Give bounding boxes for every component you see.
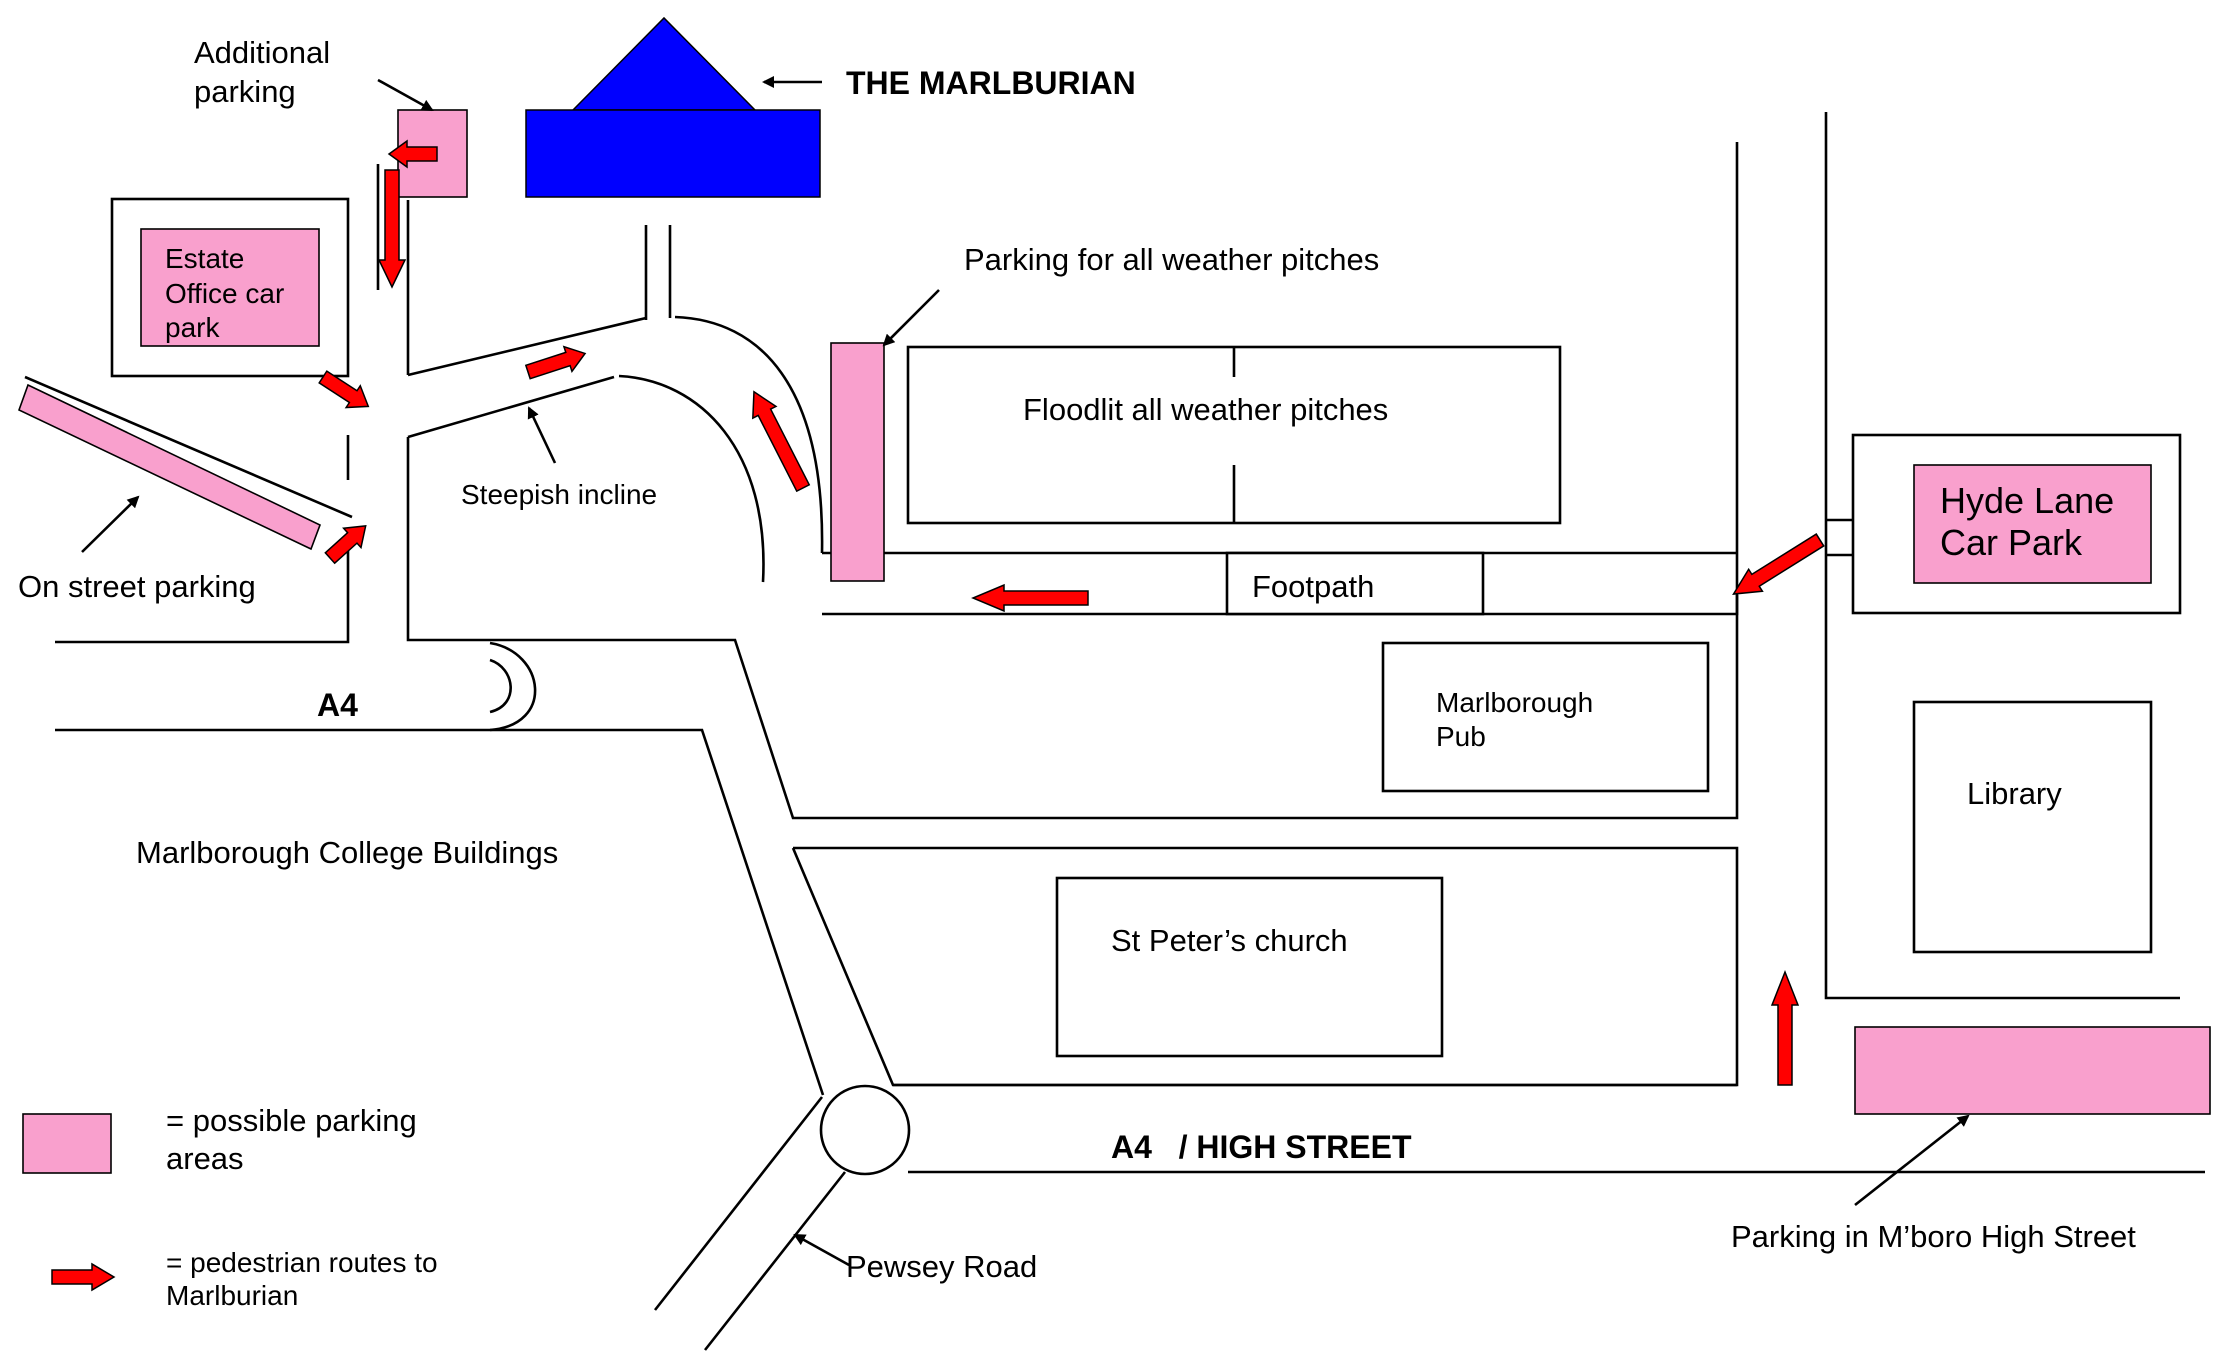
route-arrow-additional-to-lane <box>387 139 438 169</box>
estate-office-car-park <box>140 228 320 347</box>
pedestrian-routes <box>51 139 1825 1292</box>
steepish-incline-leader <box>527 406 557 464</box>
estate-office-label-line1: Estate <box>165 243 244 274</box>
route-arrow-lane-down <box>377 169 407 289</box>
legend: = possible parking areas = pedestrian ro… <box>22 1103 438 1311</box>
college-buildings-label: Marlborough College Buildings <box>136 835 558 870</box>
high-street-parking-label: Parking in M’boro High Street <box>1731 1219 2136 1254</box>
on-street-parking-leader <box>81 495 140 553</box>
legend-route-label-line2: Marlburian <box>166 1280 298 1311</box>
estate-office-label-line3: park <box>165 312 220 343</box>
all-weather-parking-leader <box>882 289 940 347</box>
a4-high-street-label: A4 / HIGH STREET <box>1111 1129 1412 1165</box>
hyde-lane-label-line2: Car Park <box>1940 522 2083 563</box>
all-weather-parking-label: Parking for all weather pitches <box>964 242 1379 277</box>
route-arrow-on-street <box>324 525 367 565</box>
route-arrow-footpath <box>971 583 1089 613</box>
route-arrow-upper-road <box>524 345 587 380</box>
on-street-parking-label: On street parking <box>18 569 256 604</box>
parking-areas <box>18 109 2211 1115</box>
pewsey-road-label: Pewsey Road <box>846 1249 1037 1284</box>
high-street-parking-leader <box>1854 1114 1970 1207</box>
legend-parking-label-line2: areas <box>166 1141 244 1176</box>
legend-parking-swatch <box>22 1113 112 1174</box>
legend-route-label-line1: = pedestrian routes to <box>166 1247 438 1278</box>
steepish-incline-label: Steepish incline <box>461 479 657 510</box>
st-peters-church-block <box>1055 876 1444 1058</box>
legend-route-arrow <box>51 1262 116 1292</box>
floodlit-pitches-label: Floodlit all weather pitches <box>1023 392 1388 427</box>
marlburian-label: THE MARLBURIAN <box>846 65 1136 101</box>
route-arrow-hyde-lane <box>1732 533 1825 595</box>
high-street-parking-area <box>1854 1026 2211 1115</box>
route-arrow-high-street <box>1770 969 1800 1086</box>
on-street-parking-area <box>18 383 322 551</box>
hyde-lane-car-park <box>1913 464 2152 584</box>
all-weather-parking-area <box>830 342 885 582</box>
library-block <box>1912 700 2153 954</box>
library-label: Library <box>1967 776 2062 811</box>
hyde-lane-label-line1: Hyde Lane <box>1940 480 2114 521</box>
marlburian-body <box>525 109 821 198</box>
leader-arrows <box>81 76 1970 1267</box>
marlborough-pub-label-line2: Pub <box>1436 721 1486 752</box>
marlburian-roof <box>571 16 757 111</box>
footpath-block <box>1225 551 1485 616</box>
st-peters-label: St Peter’s church <box>1111 923 1348 958</box>
marlborough-pub-label-line1: Marlborough <box>1436 687 1593 718</box>
legend-parking-label-line1: = possible parking <box>166 1103 417 1138</box>
map-labels: THE MARLBURIAN Additional parking Estate… <box>18 35 2136 1284</box>
additional-parking-leader <box>377 78 434 112</box>
additional-parking-label-line2: parking <box>194 74 296 109</box>
the-marlburian-building <box>525 16 821 198</box>
route-arrow-incline <box>752 390 811 493</box>
a4-label: A4 <box>317 687 358 723</box>
route-arrow-estate-office <box>318 370 370 409</box>
marlborough-pub-block <box>1381 641 1710 793</box>
footpath-label: Footpath <box>1252 569 1374 604</box>
estate-office-label-line2: Office car <box>165 278 284 309</box>
additional-parking-label-line1: Additional <box>194 35 330 70</box>
pewsey-road-leader <box>793 1233 850 1267</box>
